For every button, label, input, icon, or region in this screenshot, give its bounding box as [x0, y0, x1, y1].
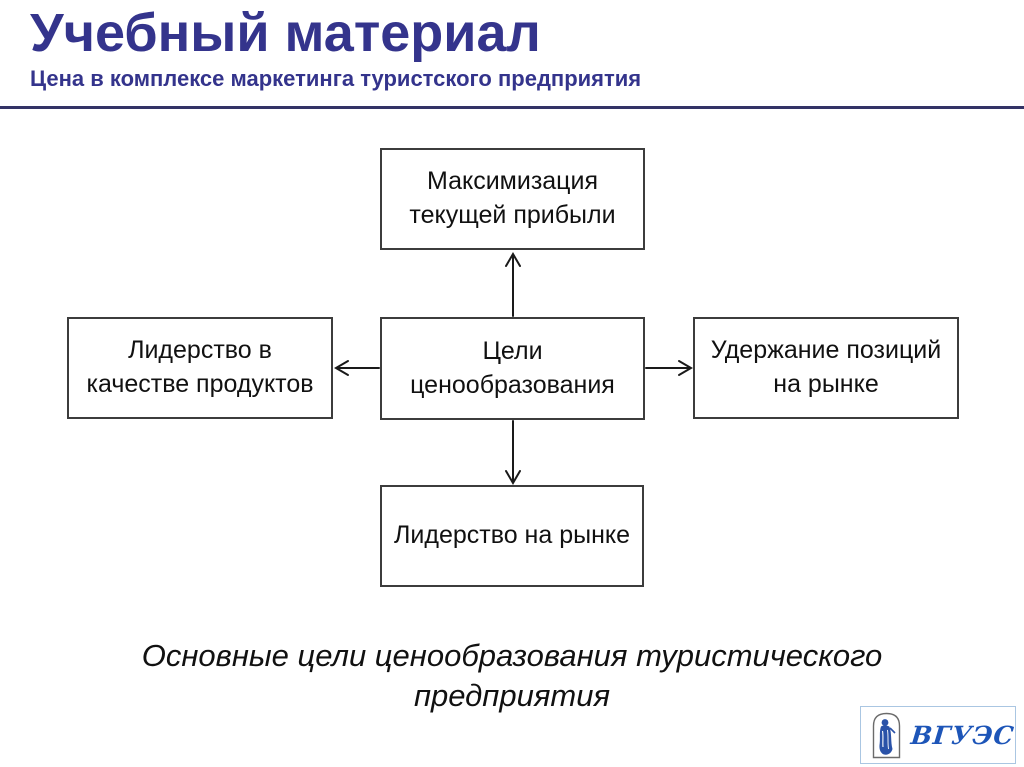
vgues-logo: ВГУЭС — [860, 706, 1016, 764]
diagram-box-label: Лидерство на рынке — [393, 521, 631, 550]
arrow-down-icon — [505, 420, 521, 485]
diagram-box-pricing-goals: Цели ценообразования — [380, 317, 645, 420]
diagram-box-label: Лидерство в качестве продуктов — [86, 336, 314, 398]
diagram-box-label: Удержание позиций на рынке — [710, 336, 942, 398]
header-divider-line — [0, 106, 1024, 109]
diagram-box-product-quality-leadership: Лидерство в качестве продуктов — [67, 317, 333, 419]
arrow-left-icon — [334, 360, 380, 376]
vgues-logo-text: ВГУЭС — [909, 720, 1016, 750]
diagram-box-label: Цели ценообразования — [410, 336, 615, 399]
diagram-caption: Основные цели ценообразования туристичес… — [141, 638, 883, 714]
diagram-box-maximize-profit: Максимизация текущей прибыли — [380, 148, 645, 250]
statue-arch-icon — [871, 711, 902, 759]
diagram-box-label: Максимизация текущей прибыли — [409, 167, 616, 229]
arrow-right-icon — [645, 360, 693, 376]
arrow-up-icon — [505, 252, 521, 317]
page-subtitle: Цена в комплексе маркетинга туристского … — [30, 66, 642, 91]
diagram-box-market-leadership: Лидерство на рынке — [380, 485, 644, 587]
page-title: Учебный материал — [30, 3, 541, 63]
diagram-box-market-position-retention: Удержание позиций на рынке — [693, 317, 959, 419]
